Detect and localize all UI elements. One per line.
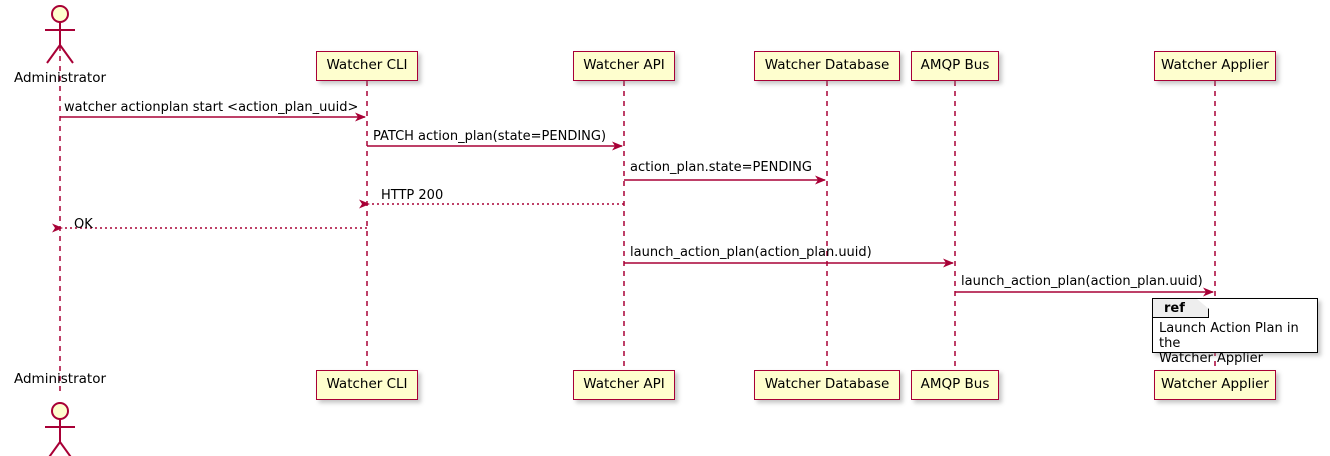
participant-label-watcher-cli-top: Watcher CLI [326,57,408,74]
message-label-msg-1: watcher actionplan start <action_plan_uu… [64,100,359,115]
ref-fragment-text-line-1: Launch Action Plan in the [1159,321,1299,351]
participant-label-administrator-bottom: Administrator [13,371,107,387]
participant-label-watcher-cli-bottom: Watcher CLI [326,376,408,393]
ref-fragment-text-line-2: Watcher Applier [1159,351,1263,366]
lifelines-group [59,46,1216,392]
participant-label-watcher-database-top: Watcher Database [764,57,890,74]
participant-box-amqp-bus-top[interactable]: AMQP Bus [911,51,999,81]
participant-label-watcher-api-bottom: Watcher API [583,376,665,393]
ref-fragment-operator-label: ref [1153,299,1209,318]
participant-label-administrator-top: Administrator [13,70,107,86]
participant-box-watcher-api-top[interactable]: Watcher API [573,51,675,81]
participant-label-amqp-bus-bottom: AMQP Bus [920,376,990,393]
actor-figure-administrator [45,402,75,456]
participant-box-watcher-database-bottom[interactable]: Watcher Database [754,370,900,400]
actor-head-icon [51,5,69,23]
message-label-msg-3: action_plan.state=PENDING [630,160,812,175]
actor-leg-right-icon [59,44,74,64]
ref-fragment-box: ref Launch Action Plan in the Watcher Ap… [1152,298,1318,366]
ref-fragment-text: Launch Action Plan in the Watcher Applie… [1159,321,1312,366]
participant-label-watcher-api-top: Watcher API [583,57,665,74]
participant-label-watcher-applier-top: Watcher Applier [1161,57,1269,74]
message-label-msg-5: OK [74,217,93,232]
message-arrows-group [52,112,1214,297]
participant-box-watcher-api-bottom[interactable]: Watcher API [573,370,675,400]
participant-box-watcher-database-top[interactable]: Watcher Database [754,51,900,81]
participant-box-watcher-applier-bottom[interactable]: Watcher Applier [1154,370,1276,400]
participant-box-amqp-bus-bottom[interactable]: AMQP Bus [911,370,999,400]
actor-leg-left-icon [46,44,61,64]
message-label-msg-2: PATCH action_plan(state=PENDING) [373,129,607,144]
message-label-msg-4: HTTP 200 [381,188,444,203]
message-label-msg-7: launch_action_plan(action_plan.uuid) [961,274,1203,289]
participant-label-amqp-bus-top: AMQP Bus [920,57,990,74]
actor-figure-administrator [45,5,75,64]
actor-head-icon [51,402,69,420]
actor-leg-left-icon [48,441,61,456]
participant-box-watcher-cli-top[interactable]: Watcher CLI [316,51,418,81]
actor-figures-group [45,5,75,456]
message-label-msg-6: launch_action_plan(action_plan.uuid) [630,245,872,260]
actor-leg-right-icon [59,441,72,456]
participant-label-watcher-database-bottom: Watcher Database [764,376,890,393]
participant-label-watcher-applier-bottom: Watcher Applier [1161,376,1269,393]
participant-box-watcher-applier-top[interactable]: Watcher Applier [1154,51,1276,81]
participant-box-watcher-cli-bottom[interactable]: Watcher CLI [316,370,418,400]
